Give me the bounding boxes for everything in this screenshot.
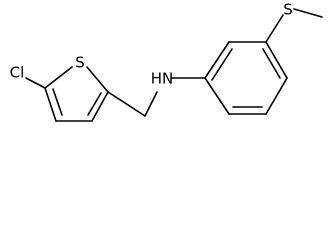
bond-c2-ch2 (107, 91, 146, 117)
bond-c5-s1 (44, 66, 73, 89)
bond-c5-cl (25, 77, 46, 89)
atom-label-thioether-sulfur: S (283, 1, 293, 19)
thiophene-ring (44, 66, 109, 122)
bond-c4-c5 (44, 87, 57, 122)
bond-s-methyl (293, 8, 323, 18)
molecule-structure-diagram: Cl S HN S (10, 1, 323, 122)
bond-b3-s (265, 14, 284, 43)
bond-c2-c3-double (87, 92, 102, 116)
bond-s1-c2 (86, 66, 109, 93)
atom-label-amine: HN (151, 70, 174, 88)
bond-b4-b5 (265, 77, 288, 115)
bond-b3-b4-double (262, 48, 281, 79)
bond-c2-c3 (91, 91, 109, 122)
bond-b1-b2 (204, 41, 230, 79)
atom-label-thiophene-sulfur: S (75, 54, 85, 72)
benzene-ring (204, 41, 288, 115)
bond-c4-c5-double (52, 88, 63, 116)
atom-label-chlorine: Cl (10, 64, 25, 82)
bond-b6-b1 (204, 77, 230, 115)
bond-b3-b4 (265, 41, 288, 79)
bond-b1-b2-double (211, 48, 233, 81)
bond-ch2-n (144, 91, 158, 117)
